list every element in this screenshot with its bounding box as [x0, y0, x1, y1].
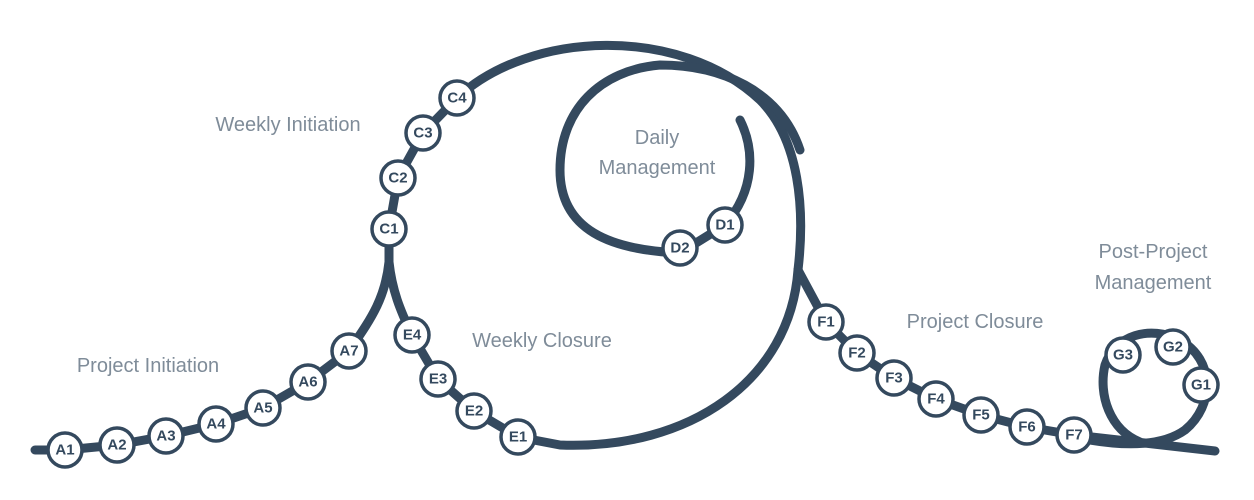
svg-text:G3: G3	[1113, 347, 1133, 364]
svg-text:A3: A3	[156, 428, 175, 445]
node-C1: C1	[370, 210, 408, 248]
node-D2: D2	[661, 229, 699, 267]
svg-text:D2: D2	[670, 240, 689, 257]
svg-text:A1: A1	[55, 442, 74, 459]
svg-text:A2: A2	[107, 437, 126, 454]
svg-text:A4: A4	[206, 416, 226, 433]
label-project-closure: Project Closure	[907, 311, 1044, 333]
node-F2: F2	[838, 334, 876, 372]
svg-text:E1: E1	[509, 429, 527, 446]
label-post-project-line1: Post-Project	[1099, 241, 1208, 263]
svg-text:E4: E4	[403, 327, 422, 344]
label-project-initiation: Project Initiation	[77, 355, 219, 377]
label-post-project-line2: Management	[1095, 272, 1212, 294]
svg-text:F6: F6	[1018, 419, 1036, 436]
node-A7: A7	[330, 332, 368, 370]
svg-text:E3: E3	[429, 371, 447, 388]
svg-text:A7: A7	[339, 343, 358, 360]
svg-text:F2: F2	[848, 345, 866, 362]
svg-text:F1: F1	[817, 314, 835, 331]
node-A4: A4	[197, 405, 235, 443]
svg-text:C2: C2	[388, 170, 407, 187]
svg-text:A5: A5	[253, 400, 272, 417]
svg-text:G2: G2	[1163, 339, 1183, 356]
node-E1: E1	[499, 418, 537, 456]
node-C3: C3	[404, 114, 442, 152]
node-E2: E2	[455, 392, 493, 430]
node-C2: C2	[379, 159, 417, 197]
svg-text:F3: F3	[885, 370, 903, 387]
node-F3: F3	[875, 359, 913, 397]
svg-text:F7: F7	[1065, 427, 1083, 444]
svg-text:F4: F4	[927, 391, 945, 408]
node-F6: F6	[1008, 408, 1046, 446]
node-A6: A6	[289, 363, 327, 401]
node-G2: G2	[1154, 328, 1192, 366]
node-C4: C4	[438, 79, 476, 117]
track-weekly-closure	[384, 257, 803, 450]
svg-text:C3: C3	[413, 125, 432, 142]
label-daily-management-line2: Management	[599, 157, 716, 179]
label-weekly-closure: Weekly Closure	[472, 330, 612, 352]
track-daily-management	[555, 60, 805, 258]
svg-text:D1: D1	[715, 217, 734, 234]
node-F5: F5	[962, 396, 1000, 434]
label-weekly-initiation: Weekly Initiation	[215, 114, 360, 136]
node-G1: G1	[1182, 366, 1220, 404]
label-daily-management-line1: Daily	[635, 127, 679, 149]
svg-text:F5: F5	[972, 407, 990, 424]
node-F4: F4	[917, 380, 955, 418]
node-F1: F1	[807, 303, 845, 341]
node-E3: E3	[419, 360, 457, 398]
svg-text:E2: E2	[465, 403, 483, 420]
node-A1: A1	[46, 431, 84, 469]
svg-text:C4: C4	[447, 90, 467, 107]
node-F7: F7	[1055, 416, 1093, 454]
node-G3: G3	[1104, 336, 1142, 374]
node-D1: D1	[706, 206, 744, 244]
svg-text:A6: A6	[298, 374, 317, 391]
node-A5: A5	[244, 389, 282, 427]
node-E4: E4	[393, 316, 431, 354]
node-A2: A2	[98, 426, 136, 464]
svg-text:G1: G1	[1191, 377, 1211, 394]
svg-text:C1: C1	[379, 221, 398, 238]
node-A3: A3	[147, 417, 185, 455]
